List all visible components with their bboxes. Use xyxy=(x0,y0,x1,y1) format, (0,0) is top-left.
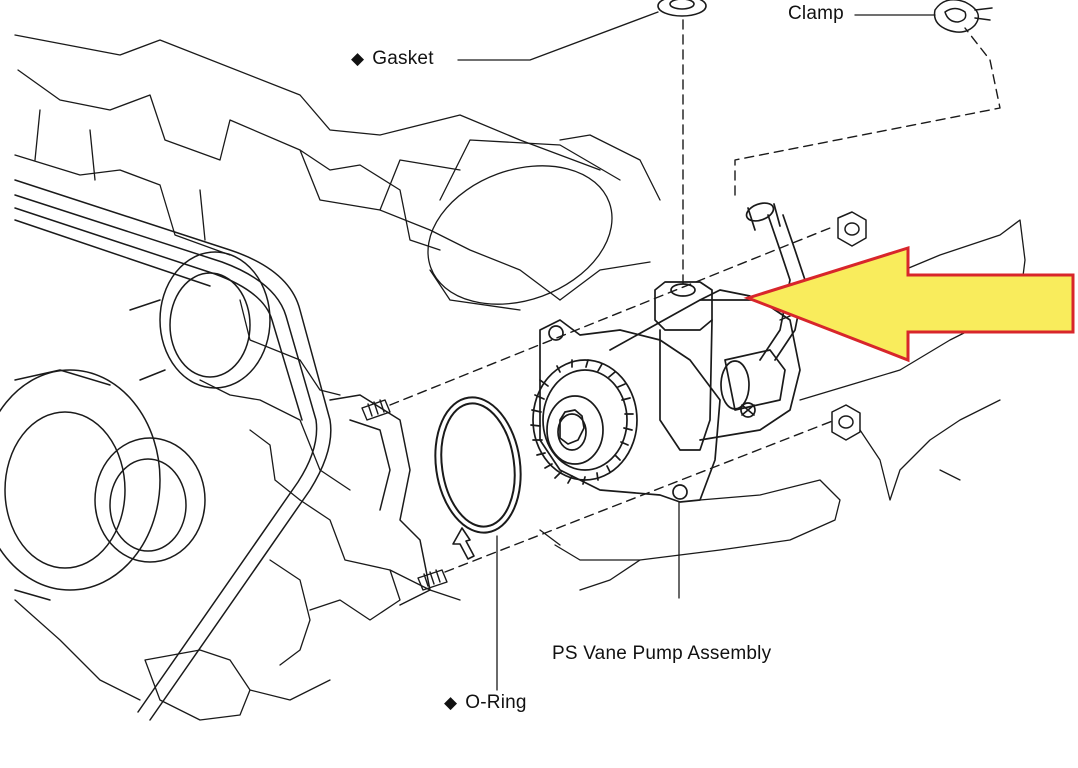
clamp-label-text: Clamp xyxy=(788,3,844,24)
clamp-label: Clamp xyxy=(788,3,844,25)
leader-lines xyxy=(457,11,936,691)
o-ring-part xyxy=(434,396,522,534)
pump-assembly xyxy=(530,202,806,503)
engine-block xyxy=(14,34,1026,721)
pump-assembly-label-text: PS Vane Pump Assembly xyxy=(552,643,772,664)
pump-assembly-label: PS Vane Pump Assembly xyxy=(552,643,771,665)
clamp-part xyxy=(933,0,993,33)
diamond-marker-icon: ◆ xyxy=(351,49,365,68)
o-ring-label: ◆ O-Ring xyxy=(444,692,527,714)
o-ring-label-text: O-Ring xyxy=(465,692,527,713)
hollow-arrow-icon xyxy=(452,527,475,560)
gasket-label-text: Gasket xyxy=(372,48,434,69)
assembly-guide-lines xyxy=(389,19,1001,573)
gasket-part xyxy=(657,0,707,17)
belt-and-pulleys xyxy=(0,179,431,721)
gasket-label: ◆ Gasket xyxy=(351,48,434,70)
flange-nuts xyxy=(831,211,867,441)
mounting-studs xyxy=(361,399,448,591)
yellow-pointer-arrow xyxy=(743,245,1075,363)
diamond-marker-icon: ◆ xyxy=(444,693,458,712)
drive-gear xyxy=(530,359,638,485)
